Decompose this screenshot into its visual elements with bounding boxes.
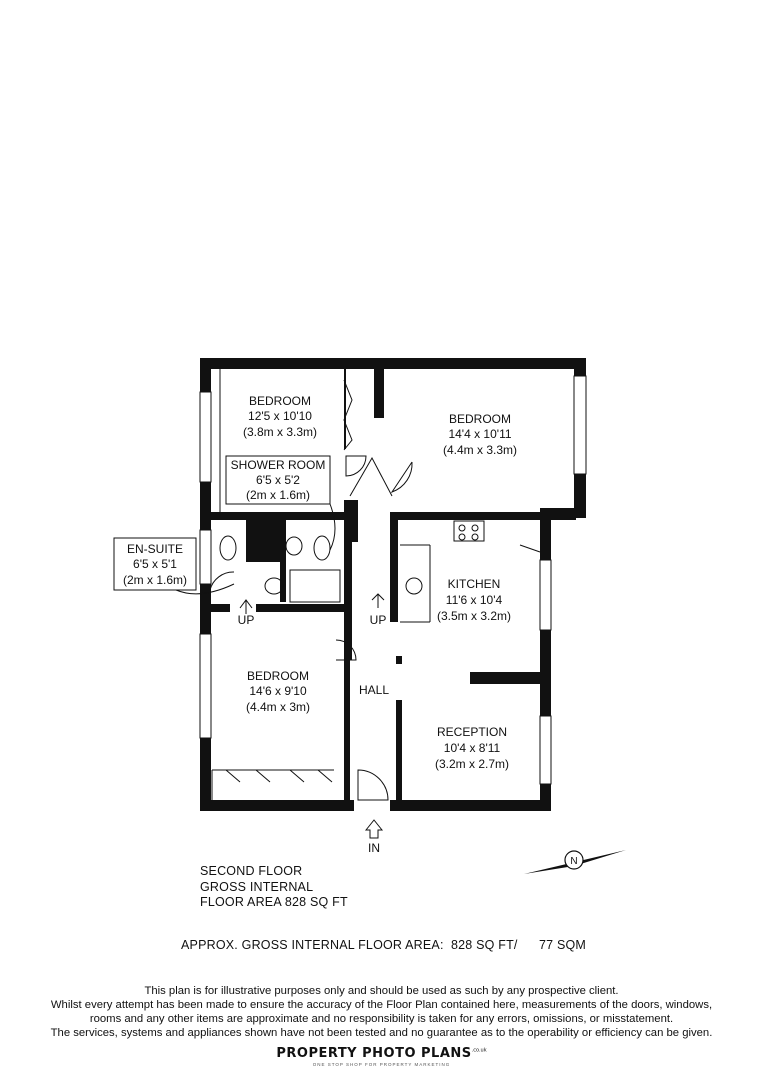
doors xyxy=(209,455,541,801)
en-suite-callout xyxy=(113,537,235,595)
compass-north-label: N xyxy=(570,856,577,867)
fixtures xyxy=(211,368,485,800)
floor-area-value: FLOOR AREA 828 SQ FT xyxy=(200,895,348,909)
room-size-metric: (4.4m x 3.3m) xyxy=(443,443,517,457)
approx-area-sqm: 77 SQM xyxy=(539,938,587,952)
floor-area-label: GROSS INTERNAL xyxy=(200,879,314,894)
room-size-metric: (3.2m x 2.7m) xyxy=(435,757,509,771)
stairs-up-label: UP xyxy=(238,613,255,627)
room-size: 12'5 x 10'10 xyxy=(248,409,312,423)
entrance-label: IN xyxy=(368,841,380,855)
disclaimer-line: rooms and any other items are approximat… xyxy=(89,1013,674,1025)
room-name: BEDROOM xyxy=(247,669,309,683)
room-size-metric: (3.8m x 3.3m) xyxy=(243,425,317,439)
room-size-metric: (2m x 1.6m) xyxy=(246,488,310,502)
room-size: 6'5 x 5'2 xyxy=(256,473,300,487)
room-name: SHOWER ROOM xyxy=(231,458,326,472)
brand-tagline: ONE STOP SHOP FOR PROPERTY MARKETING xyxy=(312,1062,451,1067)
approx-area-sqft: 828 SQ FT/ xyxy=(451,938,518,952)
room-name: KITCHEN xyxy=(448,577,501,591)
shower-room-pointer xyxy=(329,503,336,551)
compass-icon xyxy=(524,850,626,874)
disclaimer-line: This plan is for illustrative purposes o… xyxy=(144,985,619,997)
floor-level: SECOND FLOOR xyxy=(200,864,303,878)
disclaimer-line: Whilst every attempt has been made to en… xyxy=(50,999,713,1011)
room-name: BEDROOM xyxy=(449,412,511,426)
room-size: 14'4 x 10'11 xyxy=(448,427,511,441)
room-name: HALL xyxy=(359,683,389,697)
approx-area-label: APPROX. GROSS INTERNAL FLOOR AREA: xyxy=(181,938,444,952)
shower-room-label-box xyxy=(225,455,331,505)
room-size-metric: (2m x 1.6m) xyxy=(123,573,187,587)
room-size: 11'6 x 10'4 xyxy=(446,593,503,607)
stairs-up-label: UP xyxy=(370,613,387,627)
room-size-metric: (4.4m x 3m) xyxy=(246,700,310,714)
room-name: RECEPTION xyxy=(437,725,507,739)
disclaimer: This plan is for illustrative purposes o… xyxy=(0,984,763,1040)
brand-name: PROPERTY PHOTO PLANS xyxy=(276,1046,472,1061)
room-name: EN-SUITE xyxy=(127,542,183,556)
floor-area-summary: SECOND FLOOR GROSS INTERNAL FLOOR AREA 8… xyxy=(200,864,348,911)
disclaimer-line: The services, systems and appliances sho… xyxy=(50,1027,713,1039)
brand-domain: .co.uk xyxy=(471,1047,487,1054)
room-size-metric: (3.5m x 3.2m) xyxy=(437,609,511,623)
windows xyxy=(199,375,587,785)
room-size: 6'5 x 5'1 xyxy=(133,557,177,571)
room-size: 14'6 x 9'10 xyxy=(249,684,307,698)
room-name: BEDROOM xyxy=(249,394,311,408)
entrance-arrow-icon xyxy=(364,819,384,839)
stair-arrows xyxy=(239,593,385,839)
brand-logo: PROPERTY PHOTO PLANS.co.uk xyxy=(0,1046,763,1061)
room-size: 10'4 x 8'11 xyxy=(444,741,501,755)
